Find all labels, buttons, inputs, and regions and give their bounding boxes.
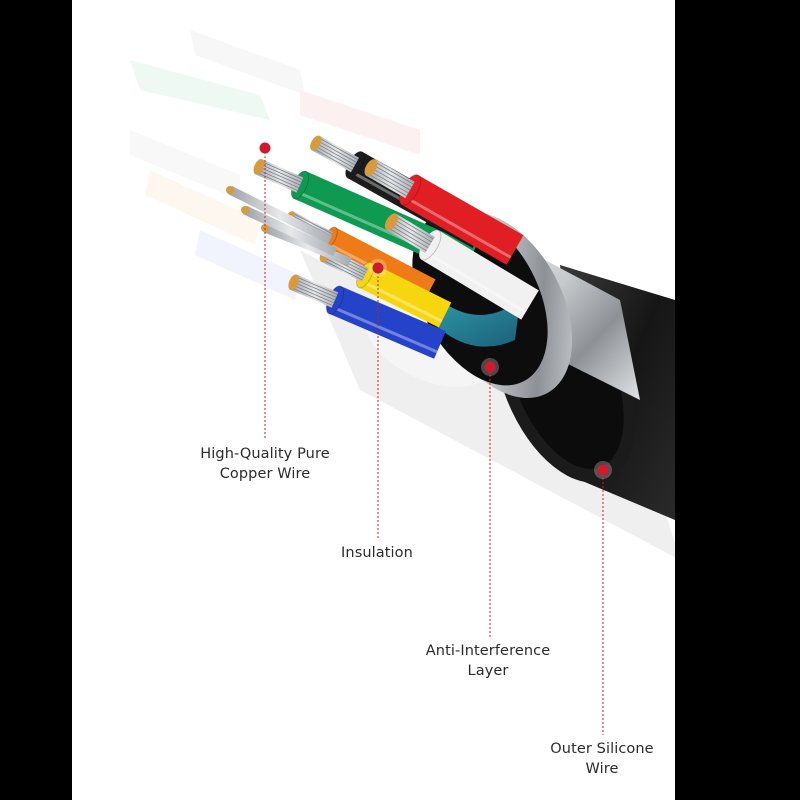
callout-insulation-line1: Insulation [341,545,413,561]
callout-copper-line1: High-Quality Pure [200,446,330,462]
loose-copper-strands [226,185,352,267]
illustration-panel: High-Quality Pure Copper Wire Insulation… [72,0,675,800]
callout-shield-line1: Anti-Interference [425,643,551,659]
wire-white [384,213,539,320]
leader-lines [256,139,612,735]
marker-dot-shield [484,361,496,373]
left-black-band [0,0,72,800]
wire-red [364,159,524,265]
leader-insulation [369,259,387,540]
callout-jacket-line1: Outer Silicone [550,741,654,757]
right-black-band [675,0,800,800]
callout-insulation: Insulation [334,543,420,563]
leader-copper [256,139,274,440]
callout-jacket-line2: Wire [585,761,619,777]
callout-shield: Anti-Interference Layer [418,641,558,681]
callout-jacket: Outer Silicone Wire [542,739,662,779]
wire-blue [288,274,446,359]
callout-copper-wire: High-Quality Pure Copper Wire [192,444,338,484]
cable-cross-section-illustration [130,30,675,735]
leader-jacket [594,461,612,735]
callout-shield-line2: Layer [467,663,509,679]
marker-dot-insulation [372,262,384,274]
leader-shield [481,358,499,637]
wire-bundle [226,135,539,359]
marker-dot-copper [259,142,271,154]
marker-dot-jacket [597,464,609,476]
callout-copper-line2: Copper Wire [219,466,311,482]
